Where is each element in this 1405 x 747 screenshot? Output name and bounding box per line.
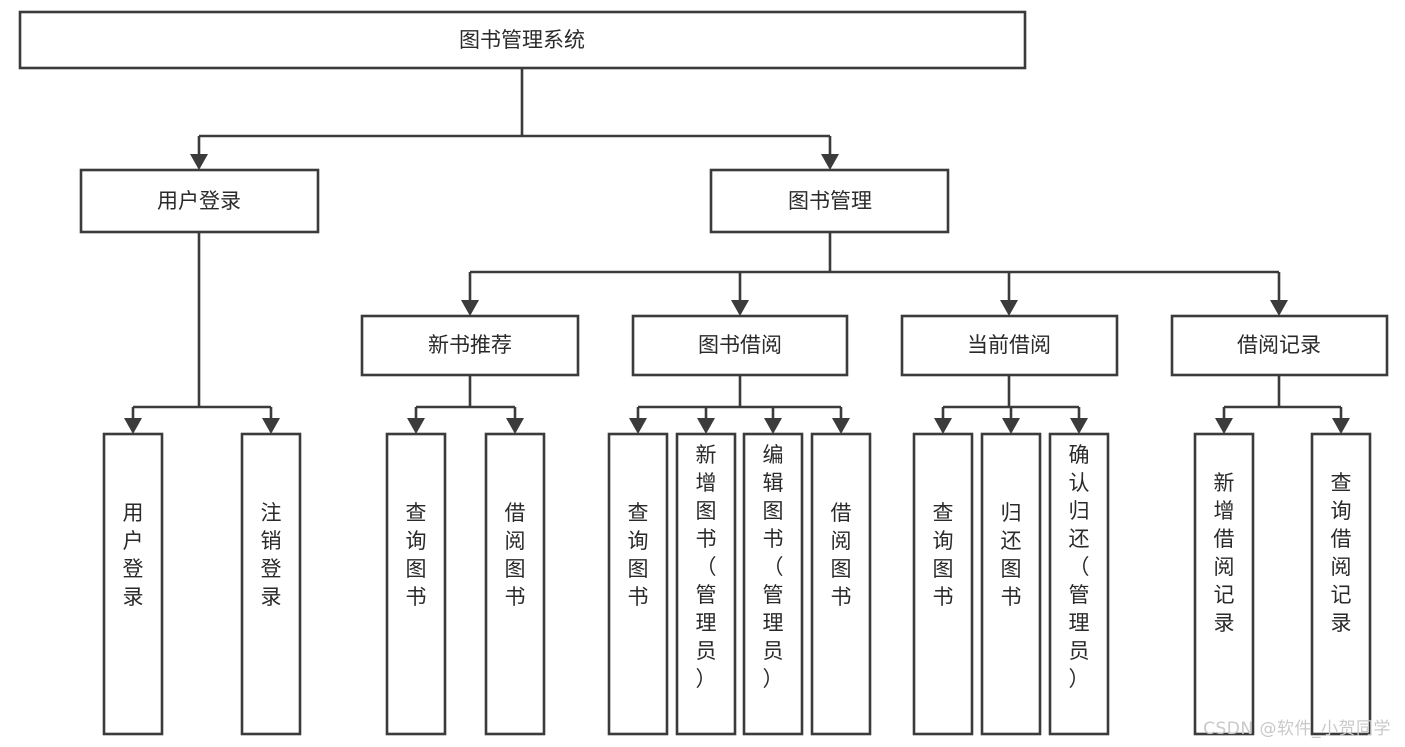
node-root-label: 图书管理系统 (459, 28, 585, 52)
node-leaf-query-book-1[interactable]: 查询图书 (385, 432, 447, 736)
node-user-login-rect[interactable] (79, 168, 320, 234)
node-leaf-borrow-book-1[interactable]: 借阅图书 (484, 432, 546, 736)
arrow-to-user-login (190, 154, 208, 170)
node-borrow-record[interactable]: 借阅记录 (1170, 314, 1389, 377)
node-leaf-query-book-3[interactable]: 查询图书 (912, 432, 974, 736)
node-leaf-add-record-rect[interactable] (1193, 432, 1255, 736)
node-book-borrow[interactable]: 图书借阅 (631, 314, 849, 377)
node-leaf-add-record-label: 新增借阅记录 (1214, 471, 1235, 635)
arrow-leaf-borrow-book-1 (506, 418, 524, 434)
node-leaf-borrow-book-1-rect[interactable] (484, 432, 546, 736)
csdn-watermark: CSDN @软件_小贺同学 (1203, 719, 1391, 739)
node-leaf-edit-book-label: 编辑图书（管理员） (763, 443, 784, 691)
node-book-borrow-label: 图书借阅 (698, 333, 782, 357)
node-new-book-recommend-label: 新书推荐 (428, 333, 512, 357)
node-book-manage-label: 图书管理 (788, 189, 872, 213)
node-leaf-borrow-book-1-label: 借阅图书 (505, 501, 526, 609)
arrow-leaf-add-book (697, 418, 715, 434)
node-current-borrow-label: 当前借阅 (967, 333, 1051, 357)
edges-userlogin-leaves (124, 232, 280, 434)
arrow-to-bookborrow (731, 300, 749, 316)
arrow-leaf-edit-book (764, 418, 782, 434)
node-leaf-query-record[interactable]: 查询借阅记录 (1310, 432, 1372, 736)
node-current-borrow-rect[interactable] (900, 314, 1119, 377)
edges-currentborrow-leaves (934, 375, 1088, 434)
arrow-to-currentborrow (1000, 300, 1018, 316)
arrow-leaf-query-book-1 (407, 418, 425, 434)
edges-bookborrow-leaves (629, 375, 850, 434)
node-leaf-return-book[interactable]: 归还图书 (980, 432, 1042, 736)
node-leaf-add-book-rect[interactable] (675, 432, 737, 736)
node-leaf-logout-rect[interactable] (240, 432, 302, 736)
node-current-borrow[interactable]: 当前借阅 (900, 314, 1119, 377)
node-leaf-return-book-rect[interactable] (980, 432, 1042, 736)
node-leaf-return-book-label: 归还图书 (1001, 501, 1022, 609)
node-root-rect[interactable] (18, 10, 1027, 70)
node-leaf-query-record-label: 查询借阅记录 (1331, 471, 1352, 635)
node-borrow-record-rect[interactable] (1170, 314, 1389, 377)
arrow-leaf-borrow-book-2 (832, 418, 850, 434)
node-leaf-borrow-book-2[interactable]: 借阅图书 (810, 432, 872, 736)
node-leaf-add-book-label: 新增图书（管理员） (696, 443, 717, 691)
node-book-manage-rect[interactable] (709, 168, 950, 234)
node-leaf-confirm-return-rect[interactable] (1048, 432, 1110, 736)
node-leaf-edit-book-rect[interactable] (742, 432, 804, 736)
node-new-book-recommend[interactable]: 新书推荐 (360, 314, 580, 377)
node-leaf-user-login-rect[interactable] (102, 432, 164, 736)
node-book-borrow-rect[interactable] (631, 314, 849, 377)
node-leaf-borrow-book-2-label: 借阅图书 (831, 501, 852, 609)
node-leaf-add-record[interactable]: 新增借阅记录 (1193, 432, 1255, 736)
arrow-to-book-manage (821, 154, 839, 170)
node-user-login-label: 用户登录 (157, 189, 241, 213)
arrow-leaf-return-book (1002, 418, 1020, 434)
node-leaf-edit-book[interactable]: 编辑图书（管理员） (742, 432, 804, 736)
node-leaf-logout-label: 注销登录 (261, 501, 282, 609)
node-leaf-user-login[interactable]: 用户登录 (102, 432, 164, 736)
arrow-leaf-user-login (124, 418, 142, 434)
node-leaf-query-book-3-label: 查询图书 (933, 501, 954, 609)
arrow-leaf-add-record (1215, 418, 1233, 434)
edges-borrowrecord-leaves (1215, 375, 1350, 434)
node-user-login[interactable]: 用户登录 (79, 168, 320, 234)
edges-newbook-leaves (407, 375, 524, 434)
arrow-leaf-logout (262, 418, 280, 434)
node-root[interactable]: 图书管理系统 (18, 10, 1027, 70)
node-leaf-query-book-2[interactable]: 查询图书 (607, 432, 669, 736)
arrow-to-borrowrecord (1270, 300, 1288, 316)
node-leaf-query-book-1-rect[interactable] (385, 432, 447, 736)
node-leaf-query-book-2-label: 查询图书 (628, 501, 649, 609)
node-leaf-confirm-return[interactable]: 确认归还（管理员） (1048, 432, 1110, 736)
arrow-leaf-query-record (1332, 418, 1350, 434)
node-new-book-recommend-rect[interactable] (360, 314, 580, 377)
edges-root-level2 (190, 68, 839, 170)
node-leaf-logout[interactable]: 注销登录 (240, 432, 302, 736)
node-book-manage[interactable]: 图书管理 (709, 168, 950, 234)
arrow-leaf-query-book-3 (934, 418, 952, 434)
node-leaf-add-book[interactable]: 新增图书（管理员） (675, 432, 737, 736)
arrow-leaf-query-book-2 (629, 418, 647, 434)
node-leaf-borrow-book-2-rect[interactable] (810, 432, 872, 736)
node-leaf-query-book-3-rect[interactable] (912, 432, 974, 736)
arrow-leaf-confirm-return (1070, 418, 1088, 434)
node-leaf-user-login-label: 用户登录 (123, 501, 144, 609)
arrow-to-newbook (461, 300, 479, 316)
node-leaf-confirm-return-label: 确认归还（管理员） (1069, 443, 1090, 691)
node-leaf-query-book-2-rect[interactable] (607, 432, 669, 736)
node-leaf-query-record-rect[interactable] (1310, 432, 1372, 736)
node-leaf-query-book-1-label: 查询图书 (406, 501, 427, 609)
node-borrow-record-label: 借阅记录 (1237, 333, 1321, 357)
edges-bookmanage-level3 (461, 232, 1288, 316)
